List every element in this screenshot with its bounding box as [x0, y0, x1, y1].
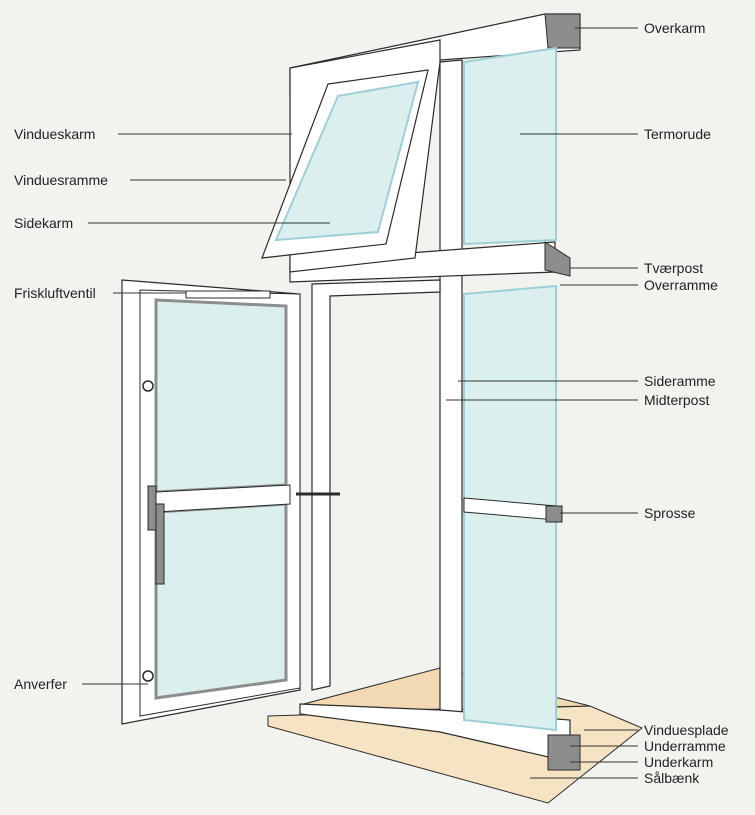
label-midterpost: Midterpost — [644, 392, 710, 408]
label-termorude: Termorude — [644, 126, 711, 142]
top-tilt-window — [261, 39, 441, 273]
label-salbaenk: Sålbænk — [644, 770, 700, 786]
leader-lines — [82, 27, 638, 779]
label-vinduesramme: Vinduesramme — [14, 172, 108, 188]
label-vindueskarm: Vindueskarm — [14, 126, 96, 142]
label-sprosse: Sprosse — [644, 505, 696, 521]
label-vinduesplade: Vinduesplade — [644, 722, 729, 738]
label-friskluftventil: Friskluftventil — [14, 285, 96, 301]
label-sidekarm: Sidekarm — [14, 215, 74, 231]
label-overramme: Overramme — [644, 277, 718, 293]
right-fixed-glass — [463, 46, 563, 732]
label-underkarm: Underkarm — [644, 754, 714, 770]
label-underramme: Underramme — [644, 738, 726, 754]
label-taevaerpost: Tværpost — [644, 260, 704, 276]
label-anverfer: Anverfer — [14, 676, 67, 692]
open-casement — [121, 279, 340, 725]
label-overkarm: Overkarm — [644, 20, 706, 36]
label-sideramme: Sideramme — [644, 373, 716, 389]
